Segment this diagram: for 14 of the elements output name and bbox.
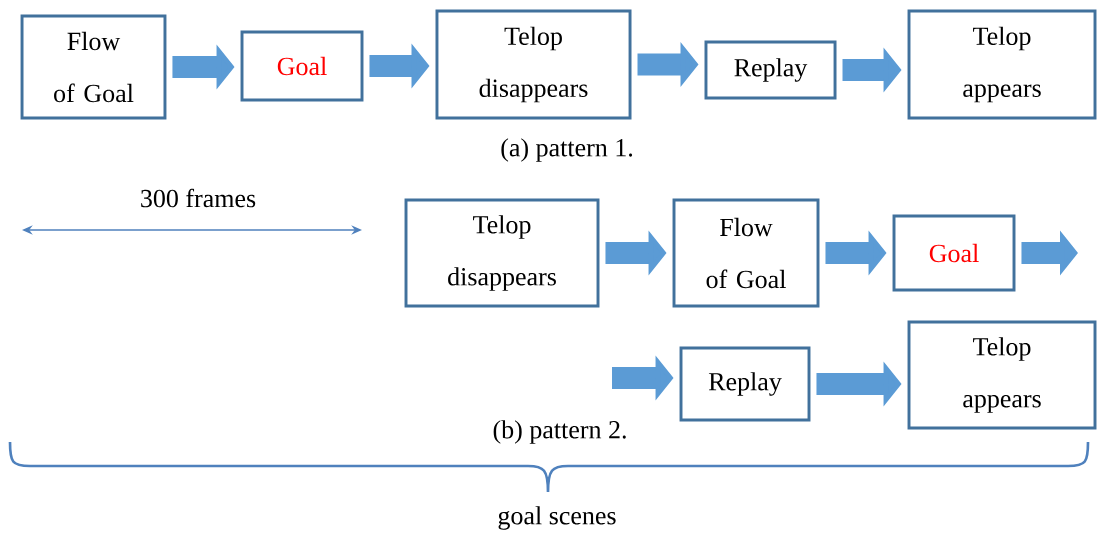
- brace-label: goal scenes: [498, 506, 616, 530]
- process-box: Replay: [679, 346, 811, 422]
- process-box: Telop appears: [907, 320, 1097, 430]
- process-box: Goal: [892, 214, 1016, 292]
- caption: (a) pattern 1.: [501, 138, 633, 162]
- process-box: Goal: [240, 30, 364, 102]
- process-box: Replay: [704, 40, 837, 100]
- process-box: Telop disappears: [404, 198, 600, 308]
- process-box: Telop disappears: [435, 9, 632, 120]
- dimension-label: 300 frames: [141, 188, 256, 208]
- process-box: Flow of Goal: [20, 14, 167, 120]
- caption: (b) pattern 2.: [493, 420, 626, 444]
- process-box: Flow of Goal: [672, 198, 820, 308]
- process-box: Telop appears: [907, 9, 1097, 120]
